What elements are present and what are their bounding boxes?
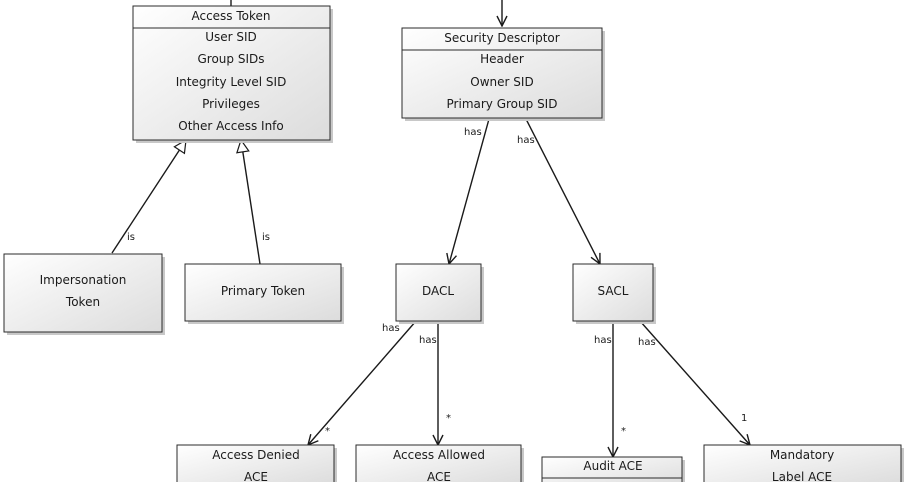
sacl-label: SACL xyxy=(598,284,629,298)
access-allowed-ace-class: Access Allowed ACE xyxy=(355,444,524,482)
label-mult-mandatory: 1 xyxy=(741,413,747,424)
access-denied-ace-label: ACE xyxy=(244,470,268,482)
access-denied-ace-label: Access Denied xyxy=(212,448,299,462)
edge-impersonation-is-access-token xyxy=(111,140,186,254)
access-token-title: Access Token xyxy=(191,9,270,23)
label-has-sacl: has xyxy=(517,135,535,146)
mandatory-label-ace-label: Label ACE xyxy=(772,470,832,482)
security-descriptor-field: Header xyxy=(480,52,524,66)
security-descriptor-field: Owner SID xyxy=(470,75,533,89)
access-token-field: Group SIDs xyxy=(198,52,265,66)
dacl-label: DACL xyxy=(422,284,454,298)
access-token-field: Privileges xyxy=(202,97,260,111)
label-has-audit: has xyxy=(594,335,612,346)
audit-ace-title: Audit ACE xyxy=(583,459,642,473)
label-has-allowed: has xyxy=(419,335,437,346)
access-allowed-ace-label: ACE xyxy=(427,470,451,482)
access-allowed-ace-label: Access Allowed xyxy=(393,448,485,462)
access-token-field: Integrity Level SID xyxy=(176,75,287,89)
impersonation-token-class: Impersonation Token xyxy=(3,253,165,335)
label-mult-denied: * xyxy=(325,426,330,437)
mandatory-label-ace-label: Mandatory xyxy=(770,448,834,462)
impersonation-token-label: Token xyxy=(65,295,100,309)
access-token-field: Other Access Info xyxy=(178,119,284,133)
primary-token-label: Primary Token xyxy=(221,284,305,298)
label-is-impersonation: is xyxy=(127,232,135,243)
edge-sd-has-sacl xyxy=(525,118,600,264)
label-has-denied: has xyxy=(382,323,400,334)
security-descriptor-title: Security Descriptor xyxy=(444,31,559,45)
access-token-class: Access Token User SID Group SIDs Integri… xyxy=(132,5,333,143)
audit-ace-class: Audit ACE xyxy=(541,456,685,482)
security-descriptor-field: Primary Group SID xyxy=(447,97,558,111)
label-has-dacl: has xyxy=(464,127,482,138)
label-mult-audit: * xyxy=(621,426,626,437)
dacl-class: DACL xyxy=(395,263,484,324)
security-descriptor-class: Security Descriptor Header Owner SID Pri… xyxy=(401,27,605,121)
label-has-mandatory: has xyxy=(638,337,656,348)
edge-dacl-has-denied xyxy=(308,320,417,445)
primary-token-class: Primary Token xyxy=(184,263,344,324)
edges xyxy=(111,0,750,457)
edge-labels: is is has has has has * * has has * 1 xyxy=(127,127,747,437)
access-denied-ace-class: Access Denied ACE xyxy=(176,444,337,482)
edge-sd-has-dacl xyxy=(449,118,490,264)
mandatory-label-ace-class: Mandatory Label ACE xyxy=(703,444,904,482)
access-token-field: User SID xyxy=(205,30,257,44)
sacl-class: SACL xyxy=(572,263,656,324)
label-is-primary: is xyxy=(262,232,270,243)
edge-sacl-has-mandatory xyxy=(639,320,750,445)
impersonation-token-label: Impersonation xyxy=(40,273,127,287)
edge-primary-is-access-token xyxy=(241,140,261,265)
label-mult-allowed: * xyxy=(446,413,451,424)
